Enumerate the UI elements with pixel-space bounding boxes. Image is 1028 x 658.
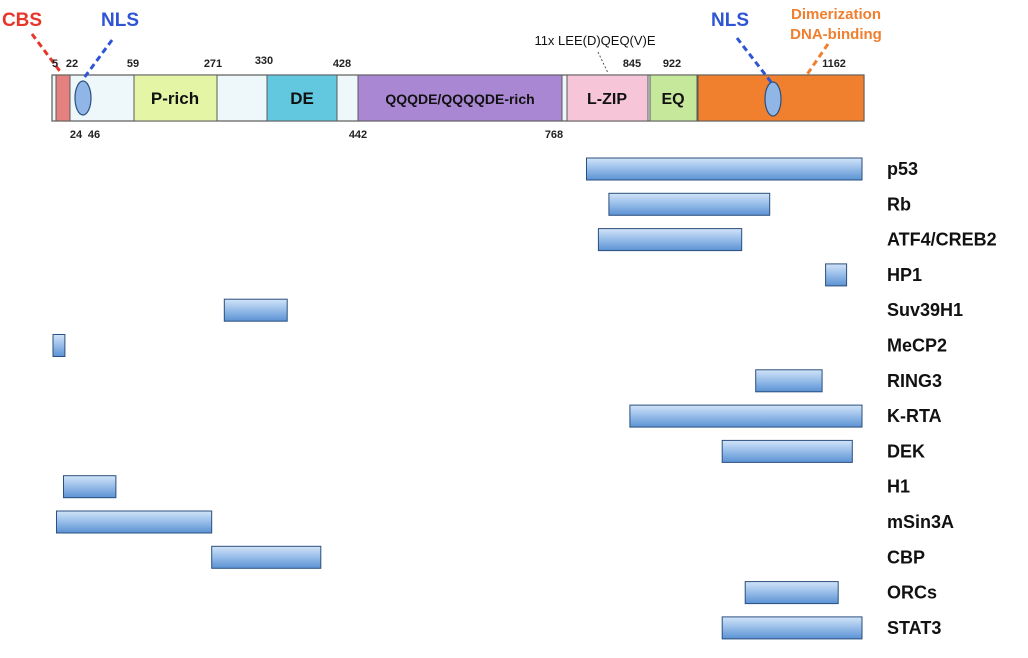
repeat-motif-leader-line: [597, 51, 609, 74]
interactor-label-stat3: STAT3: [887, 618, 941, 638]
interaction-bar-atf4-creb2: [597, 228, 743, 252]
de-domain: [266, 74, 338, 122]
position-label: 22: [66, 58, 78, 70]
interaction-bar-cbp: [211, 545, 322, 569]
position-label: 271: [204, 58, 222, 70]
interactor-label-dek: DEK: [887, 441, 925, 461]
de-label: DE: [290, 89, 314, 108]
cbs-label: CBS: [2, 10, 42, 31]
qqqde-rich-domain: [357, 74, 563, 122]
position-label: 59: [127, 58, 139, 70]
interactor-label-hp1: HP1: [887, 265, 922, 285]
interactor-label-atf4-creb2: ATF4/CREB2: [887, 230, 997, 250]
dimerization-leader-line: [804, 43, 830, 77]
position-label: 442: [349, 129, 367, 141]
nls-ellipse-left: [74, 80, 92, 116]
cbs-domain-box: [55, 74, 71, 122]
dimerization-label: Dimerization: [791, 6, 881, 23]
cbs-leader-line: [30, 33, 64, 75]
position-label: 922: [663, 58, 681, 70]
position-label: 24: [70, 129, 83, 141]
interactor-label-p53: p53: [887, 159, 918, 179]
l-zip-label: L-ZIP: [587, 91, 627, 108]
interactor-label-h1: H1: [887, 477, 910, 497]
position-label: 330: [255, 55, 273, 67]
eq-label: EQ: [661, 91, 684, 108]
interaction-bar-p53: [586, 157, 863, 181]
interaction-bar-hp1: [825, 263, 848, 287]
interaction-bar-h1: [63, 475, 117, 499]
l-zip-domain: [566, 74, 649, 122]
qqqde-label: QQQDE/QQQQDE-rich: [385, 91, 534, 107]
p-rich-label: P-rich: [151, 89, 199, 108]
interaction-bar-suv39h1: [223, 298, 288, 322]
interactor-label-rb: Rb: [887, 194, 911, 214]
interactor-bars: p53RbATF4/CREB2HP1Suv39H1MeCP2RING3K-RTA…: [52, 157, 997, 640]
interaction-bar-dek: [721, 439, 853, 463]
interactor-label-orcs: ORCs: [887, 583, 937, 603]
repeat-motif-label: 11x LEE(D)QEQ(V)E: [534, 33, 655, 48]
interactor-label-mecp2: MeCP2: [887, 336, 947, 356]
dna-binding-label: DNA-binding: [790, 26, 882, 43]
nls-left-label: NLS: [101, 10, 139, 31]
interaction-bar-ring3: [755, 369, 823, 393]
interactor-label-msin3a: mSin3A: [887, 512, 954, 532]
interactor-label-k-rta: K-RTA: [887, 406, 942, 426]
nls-right-label: NLS: [711, 10, 749, 31]
interaction-bar-msin3a: [56, 510, 213, 534]
position-label: 845: [623, 58, 641, 70]
position-label: 5: [52, 58, 58, 70]
position-label: 46: [88, 129, 100, 141]
interactor-label-ring3: RING3: [887, 371, 942, 391]
position-label: 768: [545, 129, 563, 141]
position-label: 1162: [822, 58, 846, 70]
nls-left-leader-line: [82, 39, 114, 79]
interaction-bar-orcs: [744, 581, 839, 605]
interaction-bar-stat3: [721, 616, 863, 640]
interaction-bar-k-rta: [629, 404, 863, 428]
interaction-bar-mecp2: [52, 334, 66, 357]
interactor-label-cbp: CBP: [887, 547, 925, 567]
nls-ellipse-right: [764, 81, 782, 117]
p-rich-domain: [133, 74, 218, 122]
eq-domain: [649, 74, 698, 122]
position-label: 428: [333, 58, 351, 70]
interactor-label-suv39h1: Suv39H1: [887, 300, 963, 320]
interaction-bar-rb: [608, 192, 771, 216]
